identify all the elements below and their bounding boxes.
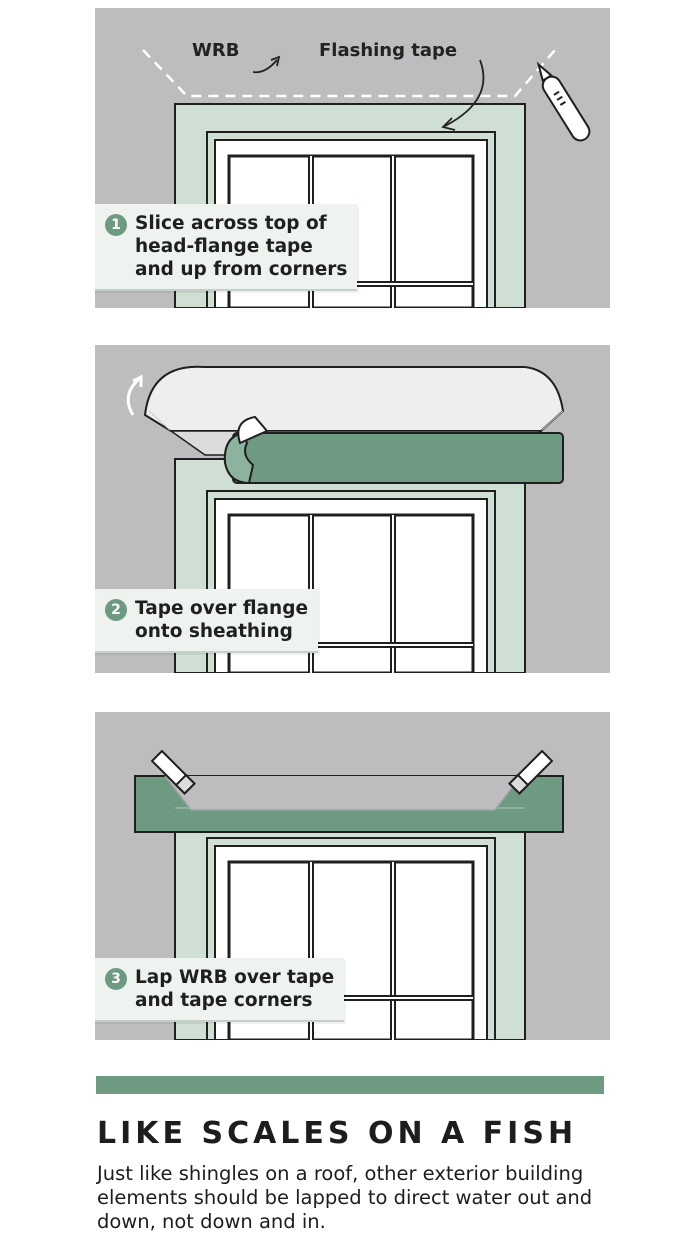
step-1-text: Slice across top of head-flange tape and… [135, 213, 348, 280]
step-1-callout: 1 Slice across top of head-flange tape a… [95, 204, 358, 291]
step-number-badge: 3 [105, 968, 127, 990]
step-2-callout: 2 Tape over flange onto sheathing [95, 589, 318, 653]
step-number-badge: 2 [105, 599, 127, 621]
wrb-flap-folded-up [143, 365, 565, 432]
section-heading: LIKE SCALES ON A FISH [97, 1116, 578, 1151]
tape-end-curl [223, 431, 255, 485]
flashing-tape-arrow [444, 59, 485, 127]
fold-arrow-head [132, 374, 143, 387]
step-3-panel: 3 Lap WRB over tape and tape corners [95, 712, 610, 1040]
tape-release-liner [237, 415, 269, 445]
flashing-tape-label: Flashing tape [319, 40, 458, 61]
section-divider-bar [96, 1076, 604, 1094]
step-2-text: Tape over flange onto sheathing [135, 598, 308, 642]
flashing-tape-arrow-head [441, 117, 456, 131]
step-3-text: Lap WRB over tape and tape corners [135, 967, 335, 1011]
wrb-label: WRB [192, 40, 240, 61]
step-2-panel: 2 Tape over flange onto sheathing [95, 345, 610, 673]
window-frame-outer [206, 490, 496, 673]
section-body-text: Just like shingles on a roof, other exte… [97, 1162, 593, 1233]
fold-arrow [126, 377, 141, 416]
step-1-panel: WRB Flashing tape 1 Slice across top of … [95, 8, 610, 308]
step-3-callout: 3 Lap WRB over tape and tape corners [95, 958, 345, 1022]
utility-knife-icon [536, 61, 591, 142]
cut-line-dashed [142, 49, 556, 98]
window-frame-outer [206, 837, 496, 1040]
wrb-arrow [252, 59, 278, 74]
wrb-arrow-head [270, 55, 281, 67]
flashing-tape-strip [232, 432, 564, 484]
wrb-lapped-over [164, 775, 522, 811]
corner-tape-left [150, 749, 196, 795]
step-number-badge: 1 [105, 214, 127, 236]
corner-tape-right [508, 749, 554, 795]
step-3-illustration [95, 712, 610, 1040]
